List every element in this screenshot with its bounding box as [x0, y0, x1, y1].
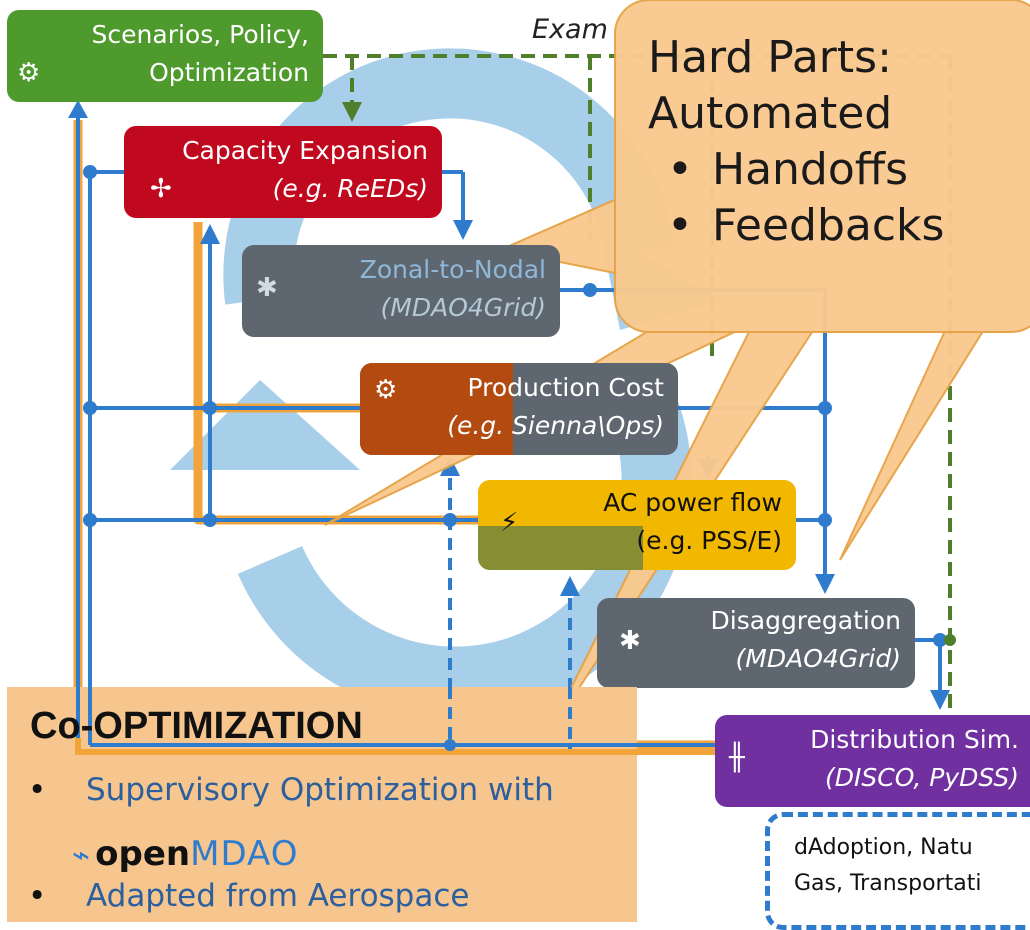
node-ac-power-flow: ⚡ AC power flow (e.g. PSS/E) [478, 480, 796, 570]
node-production-cost: ⚙ Production Cost (e.g. Sienna\Ops) [360, 363, 678, 455]
transmission-tower-icon: ⚡ [500, 508, 519, 538]
openmdao-logo: ⌁ openMDAO [72, 834, 298, 874]
coopt-bullet2-text: Adapted from Aerospace [86, 878, 470, 914]
co-optimization-panel [7, 687, 637, 922]
node-capacity-expansion: ✢ Capacity Expansion (e.g. ReEDs) [124, 126, 442, 218]
callout-bullet2-text: Feedbacks [712, 200, 945, 251]
node-distribution-line1: Distribution Sim. [810, 725, 1019, 754]
node-zonal-to-nodal: ✱ Zonal-to-Nodal (MDAO4Grid) [242, 245, 560, 337]
node-scenarios-line1: Scenarios, Policy, [91, 20, 309, 49]
node-distribution-line2: (DISCO, PyDSS) [825, 763, 1019, 792]
dadoption-box: dAdoption, Natu Gas, Transportati [765, 812, 1030, 930]
node-capacity-line1: Capacity Expansion [182, 136, 428, 165]
logo-mdao-text: MDAO [190, 834, 299, 874]
callout-bullet1-text: Handoffs [712, 144, 909, 195]
network-icon: ✱ [619, 626, 641, 656]
node-disaggregation: ✱ Disaggregation (MDAO4Grid) [597, 598, 915, 688]
coopt-bullet-2: •Adapted from Aerospace [28, 878, 470, 914]
callout-bullet-feedbacks: •Feedbacks [667, 200, 945, 251]
node-scenarios-line2: Optimization [149, 58, 309, 87]
node-acpf-line2: (e.g. PSS/E) [636, 526, 782, 555]
node-zonal-line2: (MDAO4Grid) [380, 293, 546, 322]
network-icon: ✱ [256, 273, 278, 303]
wind-solar-icon: ✢ [150, 174, 172, 204]
callout-title-line1: Hard Parts: [648, 32, 892, 83]
hard-parts-callout: Hard Parts: Automated •Handoffs •Feedbac… [648, 30, 944, 254]
gears-icon: ⚙ [374, 375, 398, 405]
dadoption-line2: Gas, Transportati [794, 871, 982, 896]
utility-pole-icon: ╫ [729, 743, 745, 773]
callout-title-line2: Automated [648, 88, 893, 139]
node-distribution-sim: ╫ Distribution Sim. (DISCO, PyDSS) [715, 715, 1030, 807]
node-disagg-line2: (MDAO4Grid) [735, 644, 901, 673]
coopt-title: Co-OPTIMIZATION [30, 705, 363, 747]
coopt-bullet-1: •Supervisory Optimization with [28, 772, 554, 808]
logo-open-text: open [95, 834, 191, 874]
node-production-line2: (e.g. Sienna\Ops) [447, 411, 664, 440]
node-acpf-line1: AC power flow [603, 488, 782, 517]
callout-bullet-handoffs: •Handoffs [667, 144, 909, 195]
node-zonal-line1: Zonal-to-Nodal [359, 255, 546, 284]
node-production-line1: Production Cost [467, 373, 664, 402]
node-capacity-line2: (e.g. ReEDs) [272, 174, 428, 203]
dollar-gear-icon: ⚙ [17, 58, 41, 88]
example-label: Exam [532, 14, 608, 45]
junction-dots [83, 165, 956, 647]
node-scenarios-policy: ⚙ Scenarios, Policy, Optimization [7, 10, 323, 102]
openmdao-plug-icon: ⌁ [72, 838, 91, 873]
node-disagg-line1: Disaggregation [710, 606, 901, 635]
coopt-bullet1-text: Supervisory Optimization with [86, 772, 554, 808]
dadoption-line1: dAdoption, Natu [794, 835, 973, 860]
